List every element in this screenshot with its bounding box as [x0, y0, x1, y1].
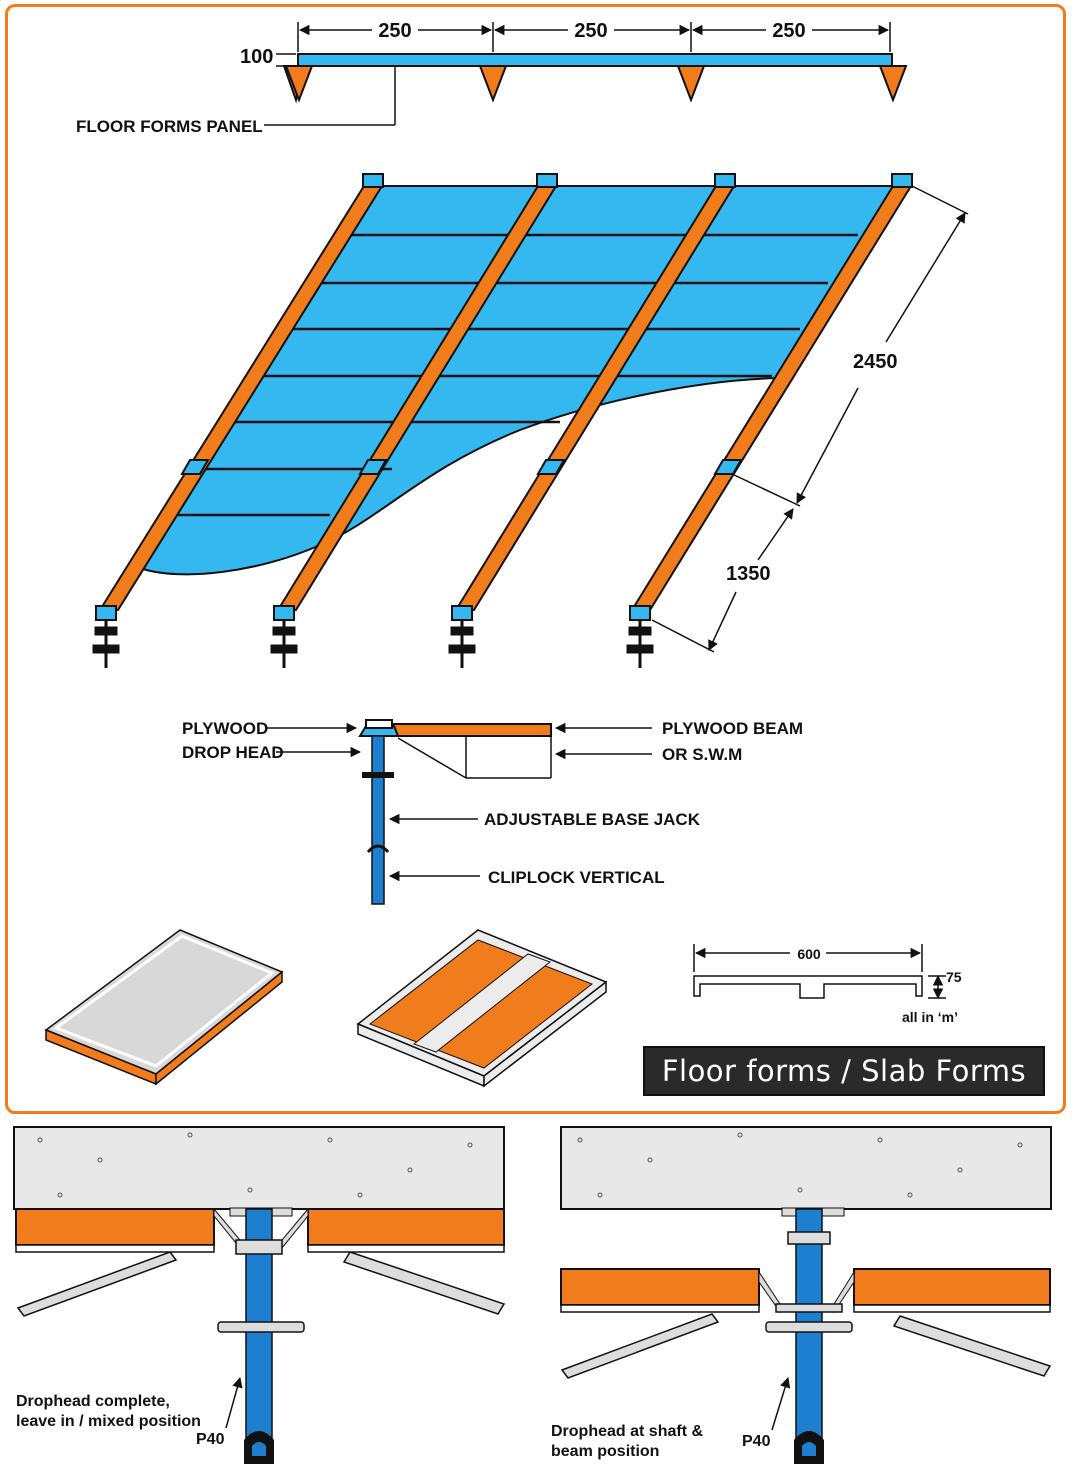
section-profile: 250 250 250 100 FLOOR FORMS PANEL — [76, 20, 908, 136]
br-caption-line2: beam position — [551, 1443, 659, 1460]
panel-top-view — [44, 929, 284, 1086]
panel-bottom-view — [356, 929, 608, 1088]
units-note: all in ‘m’ — [902, 1009, 958, 1025]
panel-section-detail: 600 75 all in ‘m’ — [693, 944, 962, 1025]
br-caption-line1: Drophead at shaft & — [551, 1423, 703, 1440]
span-2-label: 250 — [574, 20, 607, 42]
br-prop-label: P40 — [742, 1433, 771, 1450]
base-jack-label: ADJUSTABLE BASE JACK — [484, 810, 701, 829]
length-long-label: 2450 — [853, 351, 898, 373]
drophead-detail: PLYWOOD DROP HEAD PLYWOOD BEAM OR S.W.M … — [182, 719, 803, 905]
bl-caption-line2: leave in / mixed position — [16, 1413, 201, 1430]
panel-width-label: 600 — [797, 946, 821, 962]
length-short-label: 1350 — [726, 563, 771, 585]
depth-label: 100 — [240, 46, 273, 68]
bl-prop-label: P40 — [196, 1431, 225, 1448]
swm-label: OR S.W.M — [662, 745, 742, 764]
drophead-complete-view: Drophead complete, leave in / mixed posi… — [13, 1126, 506, 1464]
diagram-title: Floor forms / Slab Forms — [643, 1046, 1045, 1096]
drophead-shaft-view: Drophead at shaft & beam position P40 — [551, 1126, 1052, 1464]
bl-caption-line1: Drophead complete, — [16, 1393, 170, 1410]
cliplock-label: CLIPLOCK VERTICAL — [488, 868, 665, 887]
plywood-label: PLYWOOD — [182, 719, 268, 738]
plywood-beam-label: PLYWOOD BEAM — [662, 719, 803, 738]
span-3-label: 250 — [772, 20, 805, 42]
span-1-label: 250 — [378, 20, 411, 42]
floor-forms-panel-label: FLOOR FORMS PANEL — [76, 117, 263, 136]
drop-head-label: DROP HEAD — [182, 743, 284, 762]
diagram-frame — [5, 4, 1066, 1114]
isometric-panel-view: 2450 1350 — [92, 173, 969, 668]
panel-depth-label: 75 — [946, 969, 962, 985]
